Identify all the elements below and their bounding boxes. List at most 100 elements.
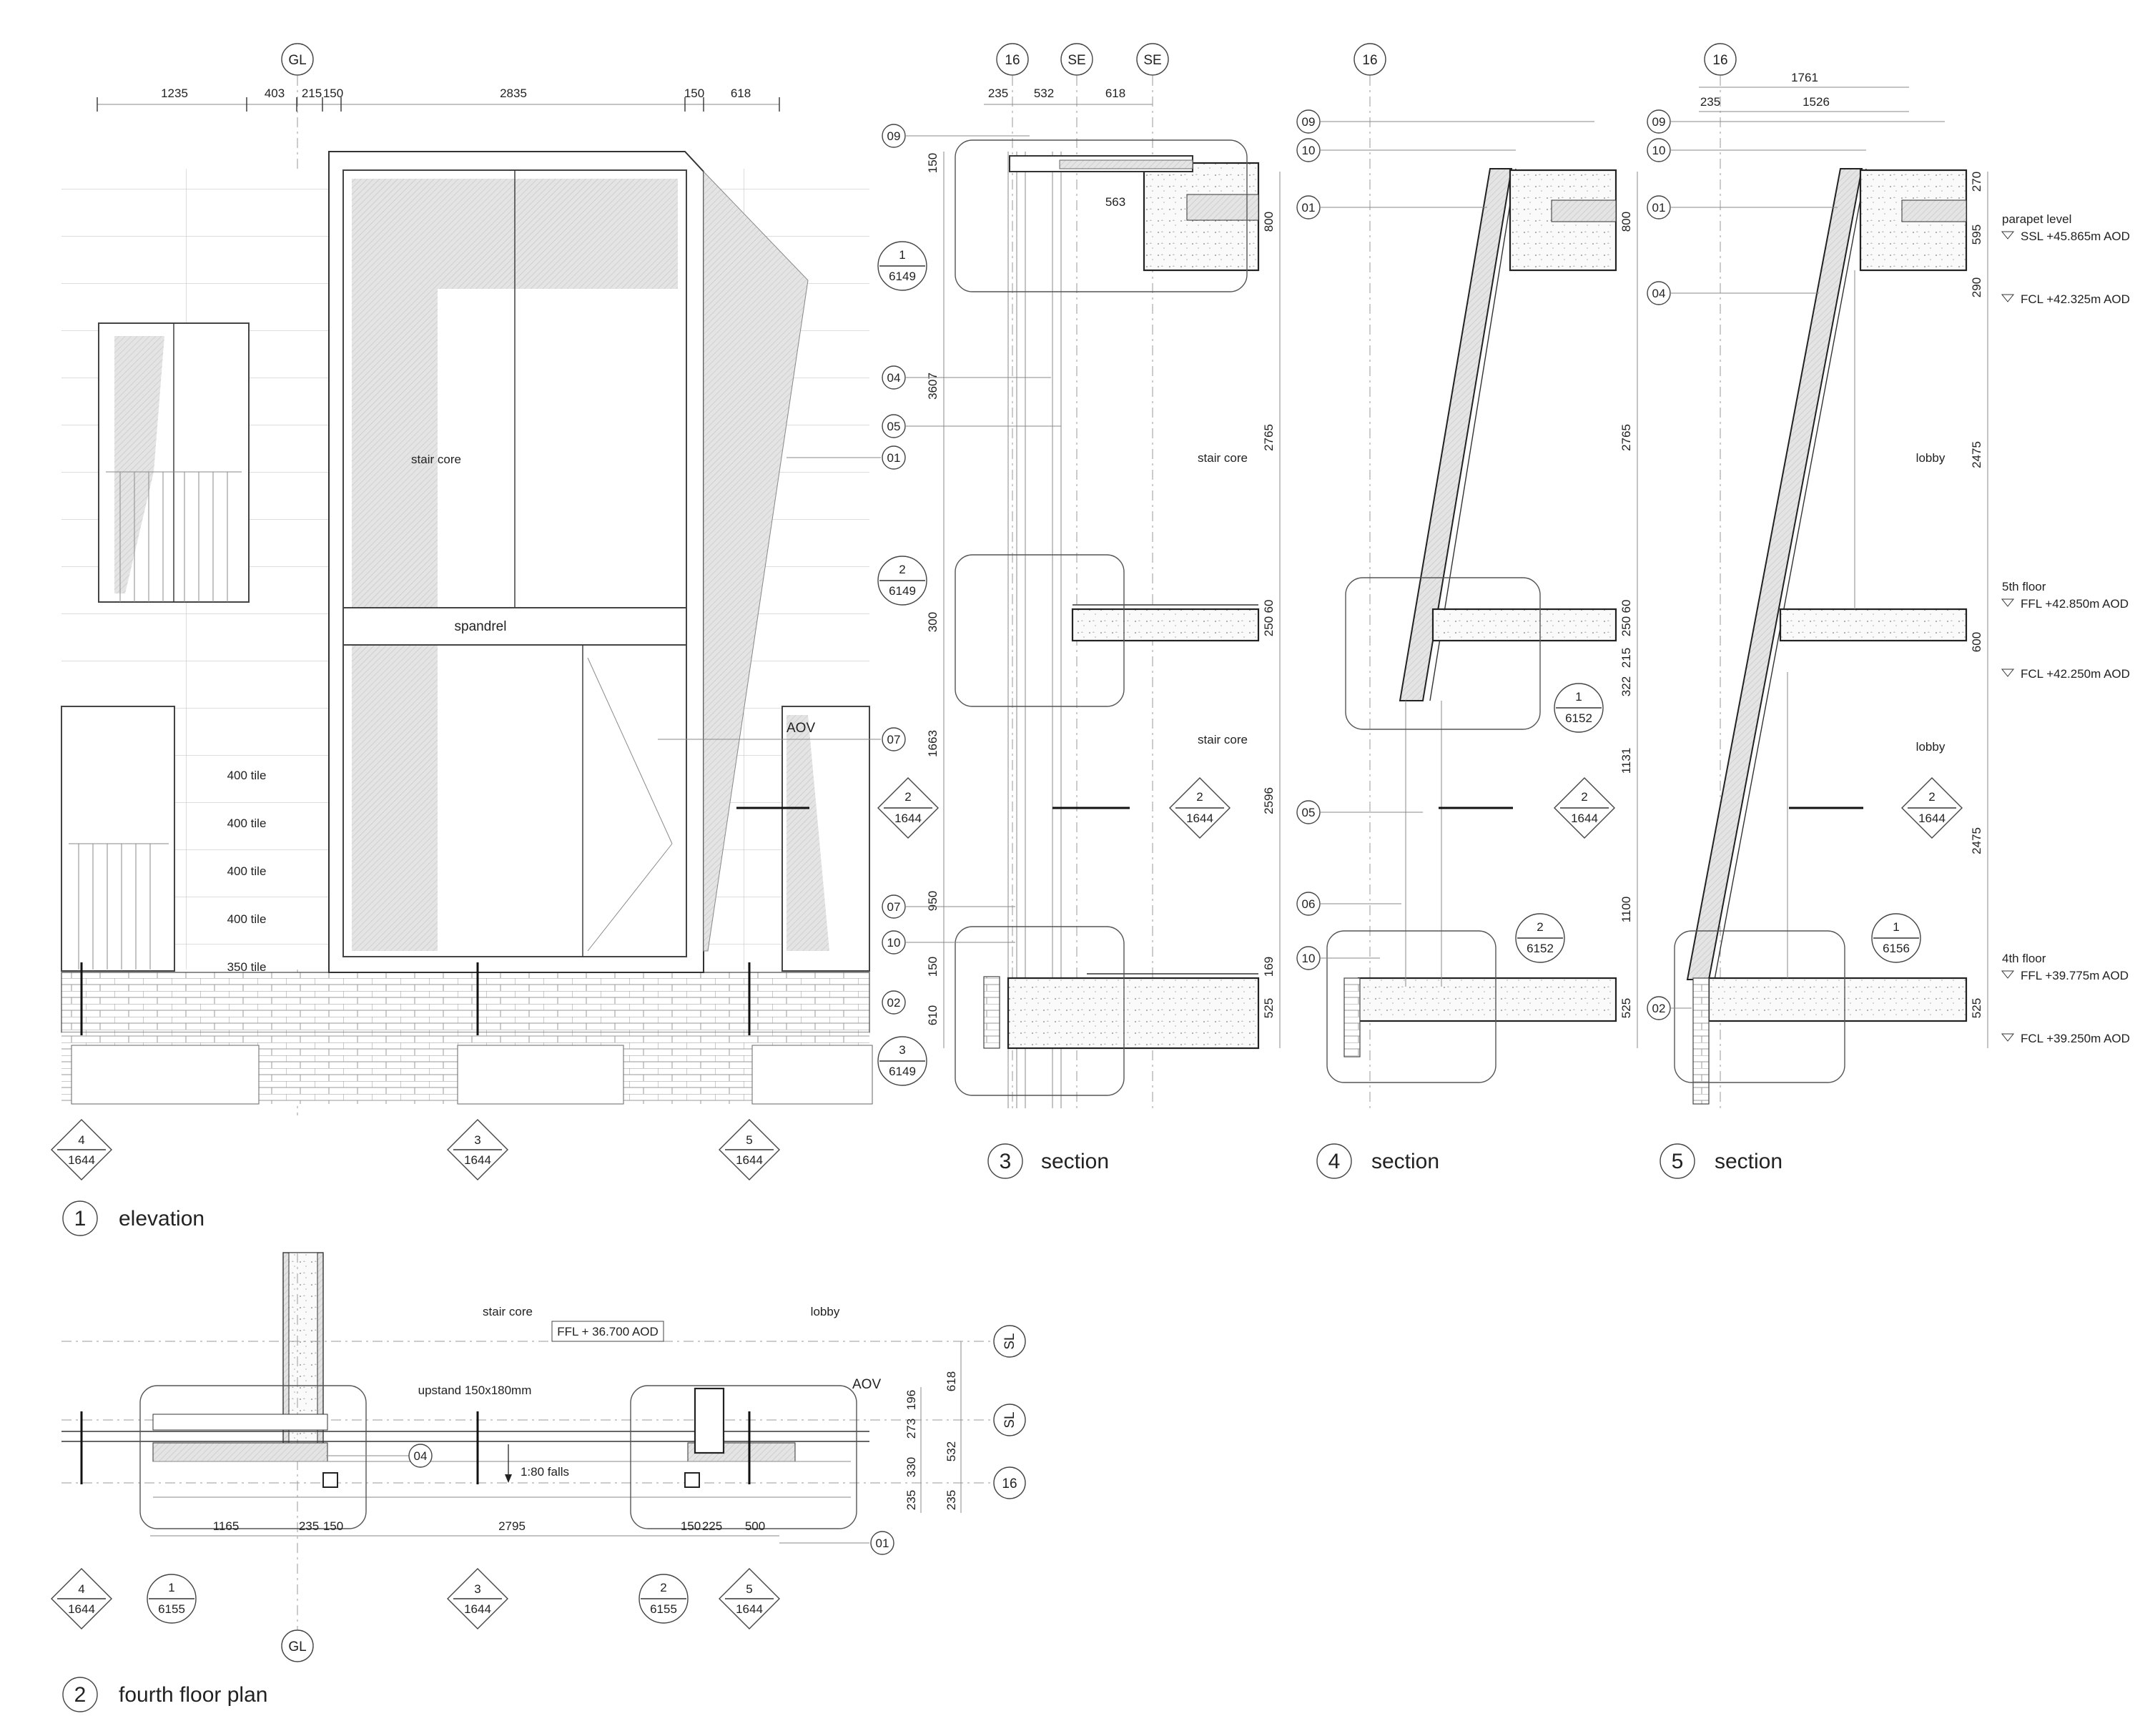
svg-text:532: 532	[945, 1441, 958, 1461]
svg-text:1: 1	[168, 1581, 174, 1594]
svg-text:2: 2	[660, 1581, 666, 1594]
svg-text:215: 215	[1619, 648, 1633, 668]
section-5-mid-slab	[1779, 608, 1968, 642]
section-marker-2: 2 1644	[877, 777, 939, 839]
svg-text:6152: 6152	[1565, 711, 1592, 725]
svg-text:lobby: lobby	[1916, 451, 1946, 465]
svg-text:5: 5	[746, 1582, 752, 1596]
svg-text:290: 290	[1970, 277, 1983, 297]
svg-text:5: 5	[746, 1133, 752, 1147]
view-title-section-5: 5 section	[1660, 1143, 1782, 1179]
section-5-tags: 09 10 01 04 02	[1647, 109, 1945, 1020]
svg-text:4: 4	[78, 1133, 84, 1147]
svg-text:1526: 1526	[1803, 95, 1830, 109]
plan-section-marker-5: 5 1644	[719, 1568, 780, 1629]
section-4-bottom-slab	[1357, 977, 1617, 1022]
view-title-section-3: 3 section	[987, 1143, 1109, 1179]
svg-text:SE: SE	[1067, 53, 1085, 68]
svg-text:6149: 6149	[889, 1065, 916, 1078]
svg-text:section: section	[1715, 1150, 1782, 1173]
svg-text:400 tile: 400 tile	[227, 817, 267, 830]
plan-section-marker-4: 4 1644	[51, 1568, 112, 1629]
svg-text:SE: SE	[1143, 53, 1161, 68]
svg-text:600: 600	[1970, 632, 1983, 652]
plan-grid-bubble-sl-1: SL	[993, 1325, 1026, 1358]
section-4-marker: 2 1644	[1554, 777, 1615, 839]
section-3-top-dimensions: 235 532 618	[984, 87, 1153, 105]
svg-text:5th floor: 5th floor	[2002, 580, 2046, 593]
plan-bottom-dimensions: 1165 235 150 2795 150 225 500	[150, 1519, 779, 1537]
detail-callout-2-6152: 2 6152	[1515, 913, 1565, 963]
svg-text:2: 2	[1196, 790, 1203, 804]
svg-text:1644: 1644	[894, 812, 922, 825]
detail-callout-3-6149: 3 6149	[877, 1036, 927, 1086]
label-stair-core: stair core	[411, 453, 461, 466]
section-marker-5: 5 1644	[719, 1119, 780, 1180]
section-3-right-dimensions: 800 2765 250 60 2596 169 525	[1262, 172, 1281, 1048]
svg-text:04: 04	[1652, 287, 1666, 300]
plan-detail-callout-1-6155: 1 6155	[147, 1574, 197, 1624]
svg-text:2795: 2795	[498, 1519, 526, 1533]
svg-text:2: 2	[904, 790, 911, 804]
grid-bubble-16-s4: 16	[1353, 43, 1386, 76]
section-4-view: 16 800 2765 250 60 215 322 1131 1100 525…	[1296, 43, 1638, 1179]
svg-text:FFL +39.775m AOD: FFL +39.775m AOD	[2021, 969, 2129, 982]
view-title-section-4: 4 section	[1316, 1143, 1439, 1179]
left-window	[98, 322, 250, 603]
opening-right	[751, 1045, 873, 1105]
svg-text:1644: 1644	[464, 1602, 491, 1616]
svg-text:618: 618	[1105, 87, 1125, 100]
svg-text:350 tile: 350 tile	[227, 960, 267, 974]
svg-text:05: 05	[887, 420, 901, 433]
plan-wall-buildup	[61, 1387, 869, 1498]
svg-text:1644: 1644	[1918, 812, 1946, 825]
svg-text:FFL + 36.700 AOD: FFL + 36.700 AOD	[557, 1325, 659, 1338]
svg-text:532: 532	[1034, 87, 1054, 100]
svg-text:FFL +42.850m AOD: FFL +42.850m AOD	[2021, 597, 2129, 611]
label-spandrel: spandrel	[455, 619, 507, 634]
svg-text:273: 273	[904, 1419, 918, 1439]
svg-text:3: 3	[899, 1043, 905, 1057]
svg-text:parapet level: parapet level	[2002, 212, 2071, 226]
detail-callout-2-6149: 2 6149	[877, 556, 927, 606]
detail-box-1-6152	[1345, 577, 1541, 730]
aov-panel: AOV	[781, 706, 870, 972]
svg-text:section: section	[1371, 1150, 1439, 1173]
section-5-top-dimensions: 1761 235 1526	[1699, 71, 1909, 112]
svg-text:3: 3	[474, 1582, 480, 1596]
section-3-mid-slab	[1071, 608, 1260, 642]
plan-detail-callout-2-6155: 2 6155	[638, 1574, 689, 1624]
svg-text:3: 3	[474, 1133, 480, 1147]
svg-text:270: 270	[1970, 172, 1983, 192]
svg-text:235: 235	[1700, 95, 1720, 109]
svg-text:6149: 6149	[889, 584, 916, 598]
svg-text:225: 225	[702, 1519, 722, 1533]
svg-text:09: 09	[887, 129, 901, 143]
tag-07: 07	[658, 727, 906, 751]
svg-text:1:80 falls: 1:80 falls	[521, 1465, 569, 1479]
plan-grid-bubble-gl: GL	[281, 1629, 314, 1662]
section-4-right-dimensions: 800 2765 250 60 215 322 1131 1100 525	[1619, 172, 1638, 1048]
svg-text:6149: 6149	[889, 270, 916, 283]
svg-text:950: 950	[926, 891, 940, 911]
svg-text:AOV: AOV	[786, 721, 815, 736]
svg-text:2596: 2596	[1262, 787, 1276, 814]
svg-text:01: 01	[887, 451, 901, 465]
section-5-sloped-cladding	[1686, 168, 1863, 980]
grid-bubble-16: 16	[996, 43, 1029, 76]
svg-text:06: 06	[1302, 897, 1316, 911]
level-4th-floor: 4th floor FFL +39.775m AOD	[2001, 952, 2129, 982]
svg-text:1: 1	[899, 248, 905, 262]
svg-text:150: 150	[684, 87, 704, 100]
svg-text:400 tile: 400 tile	[227, 769, 267, 782]
section-4-mid-slab	[1431, 608, 1617, 642]
svg-text:SL: SL	[1002, 1333, 1017, 1349]
svg-text:07: 07	[887, 900, 901, 914]
svg-text:150: 150	[323, 1519, 343, 1533]
section-3-tags: 09 04 05 07 10	[882, 124, 1061, 955]
fourth-floor-plan-view: stair core lobby FFL + 36.700 AOD upstan…	[51, 1252, 1026, 1712]
section-4-tags: 09 10 01 05 06 10	[1296, 109, 1594, 970]
level-fcl-39250: FCL +39.250m AOD	[2001, 1032, 2130, 1045]
svg-text:618: 618	[731, 87, 751, 100]
svg-text:5: 5	[1672, 1150, 1684, 1173]
